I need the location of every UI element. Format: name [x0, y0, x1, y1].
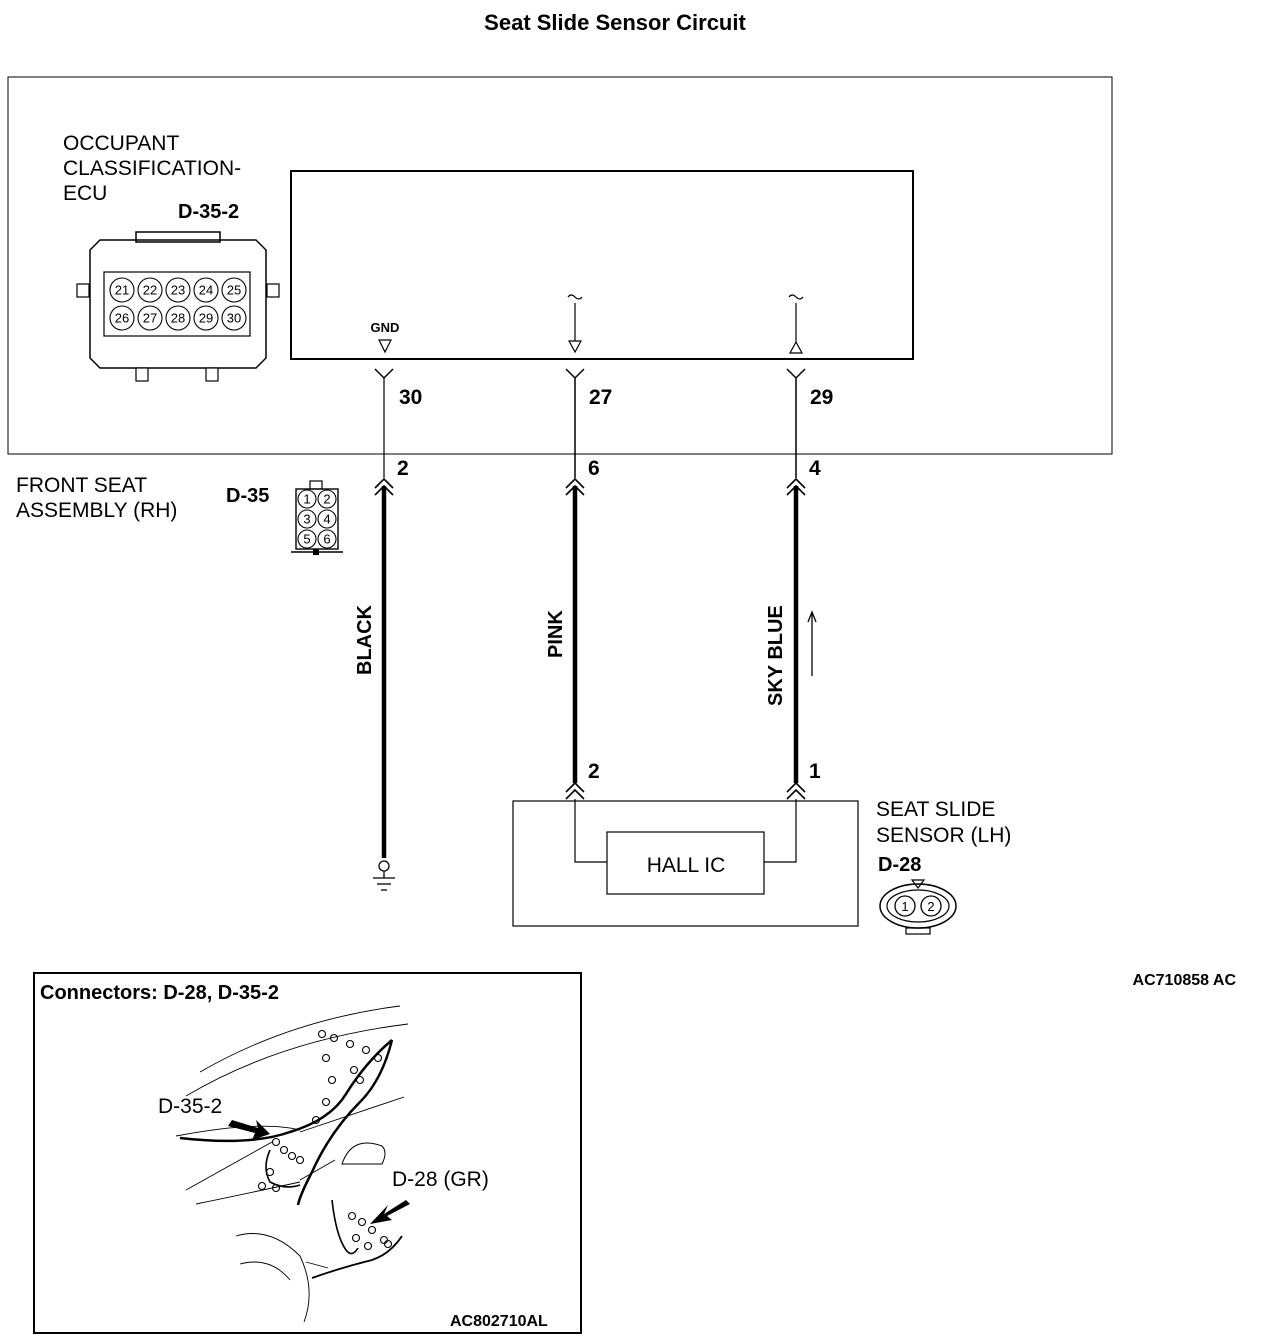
- sensor-internal-wire-pink: [574, 799, 607, 863]
- vehicle-interior-illustration: [175, 1005, 409, 1323]
- seat-slide-sensor-box: [512, 800, 859, 927]
- svg-text:21: 21: [115, 283, 129, 298]
- ecu-connector-pin: 28: [165, 305, 191, 331]
- sensor-name: SEAT SLIDE SENSOR (LH): [876, 798, 1011, 847]
- ecu-connector-pin: 27: [137, 305, 163, 331]
- seat-connector-chevrons: [374, 477, 806, 496]
- seat-pin-label-pink: 6: [588, 457, 600, 480]
- ecu-connector-pin: 23: [165, 277, 191, 303]
- inset-callout-d35-2: D-35-2: [158, 1095, 222, 1118]
- ecu-connector-pin: 21: [109, 277, 135, 303]
- sensor-pin-label-pink: 2: [588, 760, 600, 783]
- ecu-terminal-pin-30: [374, 368, 394, 380]
- svg-text:4: 4: [323, 512, 330, 527]
- pink-input-terminal: [567, 294, 583, 354]
- ecu-internal-box: [290, 170, 914, 360]
- svg-text:SENSOR (LH): SENSOR (LH): [876, 824, 1011, 847]
- ecu-connector-face: 21 22 23 24 25 26 27 28 29 30: [76, 231, 280, 382]
- svg-text:2: 2: [323, 492, 330, 507]
- front-seat-connector-pin: 1: [297, 489, 317, 509]
- sensor-pin-label-skyblue: 1: [809, 760, 821, 783]
- svg-text:6: 6: [323, 532, 330, 547]
- seat-pin-label-skyblue: 4: [809, 457, 821, 480]
- svg-text:5: 5: [303, 532, 310, 547]
- wire-color-pink: PINK: [545, 610, 567, 658]
- ecu-pin-label-27: 27: [589, 386, 612, 409]
- wire-color-skyblue: SKY BLUE: [765, 605, 787, 706]
- diagram-title: Seat Slide Sensor Circuit: [484, 10, 746, 35]
- ecu-connector-pin: 22: [137, 277, 163, 303]
- svg-text:SEAT SLIDE: SEAT SLIDE: [876, 798, 995, 821]
- sensor-connector-id: D-28: [878, 854, 921, 876]
- svg-text:3: 3: [303, 512, 310, 527]
- ecu-connector-pin-row-2: 26 27 28 29 30: [109, 305, 247, 331]
- inset-code: AC802710AL: [450, 1313, 548, 1330]
- svg-text:24: 24: [199, 283, 213, 298]
- front-seat-name: FRONT SEAT ASSEMBLY (RH): [16, 474, 177, 522]
- svg-text:28: 28: [171, 311, 185, 326]
- sensor-connector-chevrons: [565, 781, 806, 800]
- callout-arrow-d35-2: [228, 1120, 270, 1140]
- front-seat-connector-pin: 6: [317, 529, 337, 549]
- ecu-terminal-pin-27: [565, 368, 585, 380]
- ecu-pin-label-30: 30: [399, 386, 422, 409]
- skyblue-output-terminal: [788, 294, 804, 354]
- ecu-terminal-pin-29: [786, 368, 806, 380]
- inset-callout-d28: D-28 (GR): [392, 1168, 489, 1191]
- front-seat-connector-pin: 3: [297, 509, 317, 529]
- sensor-connector-face: 1 2: [879, 879, 957, 935]
- inset-title: Connectors: D-28, D-35-2: [40, 982, 279, 1004]
- connector-location-inset: [33, 972, 582, 1334]
- svg-text:FRONT SEAT: FRONT SEAT: [16, 474, 147, 497]
- gnd-label: GND: [371, 320, 400, 335]
- ecu-name: OCCUPANT CLASSIFICATION- ECU: [63, 132, 241, 205]
- ecu-connector-pin-row-1: 21 22 23 24 25: [109, 277, 247, 303]
- seat-pin-label-black: 2: [397, 457, 409, 480]
- ecu-connector-pin: 29: [193, 305, 219, 331]
- sensor-internal-wire-skyblue: [764, 799, 797, 863]
- svg-text:OCCUPANT: OCCUPANT: [63, 132, 179, 155]
- svg-text:22: 22: [143, 283, 157, 298]
- ecu-frame: [7, 76, 1113, 455]
- hall-ic-label: HALL IC: [647, 854, 726, 877]
- svg-text:30: 30: [227, 311, 241, 326]
- front-seat-connector-pin: 5: [297, 529, 317, 549]
- wire-color-black: BLACK: [354, 604, 376, 675]
- svg-text:CLASSIFICATION-: CLASSIFICATION-: [63, 157, 241, 180]
- svg-text:27: 27: [143, 311, 157, 326]
- ecu-connector-pin: 24: [193, 277, 219, 303]
- sensor-connector-pin-2: 2: [927, 899, 934, 914]
- ecu-pin-label-29: 29: [810, 386, 833, 409]
- ecu-connector-pin: 30: [221, 305, 247, 331]
- svg-text:26: 26: [115, 311, 129, 326]
- svg-text:1: 1: [303, 492, 310, 507]
- ground-symbol: [373, 860, 395, 891]
- hall-ic-box: [606, 831, 765, 895]
- ecu-connector-id: D-35-2: [178, 201, 239, 223]
- callout-arrow-d28: [370, 1200, 410, 1224]
- svg-text:29: 29: [199, 311, 213, 326]
- svg-text:ASSEMBLY (RH): ASSEMBLY (RH): [16, 499, 177, 522]
- svg-text:25: 25: [227, 283, 241, 298]
- gnd-terminal-symbol: [378, 339, 392, 354]
- sensor-connector-pin-1: 1: [901, 899, 908, 914]
- front-seat-connector-id: D-35: [226, 485, 269, 507]
- svg-text:23: 23: [171, 283, 185, 298]
- ecu-connector-pin: 25: [221, 277, 247, 303]
- svg-text:ECU: ECU: [63, 182, 107, 205]
- signal-direction-arrow: [807, 610, 817, 676]
- front-seat-connector-pin: 2: [317, 489, 337, 509]
- diagram-code: AC710858 AC: [1133, 972, 1237, 989]
- front-seat-connector-pin: 4: [317, 509, 337, 529]
- ecu-connector-pin: 26: [109, 305, 135, 331]
